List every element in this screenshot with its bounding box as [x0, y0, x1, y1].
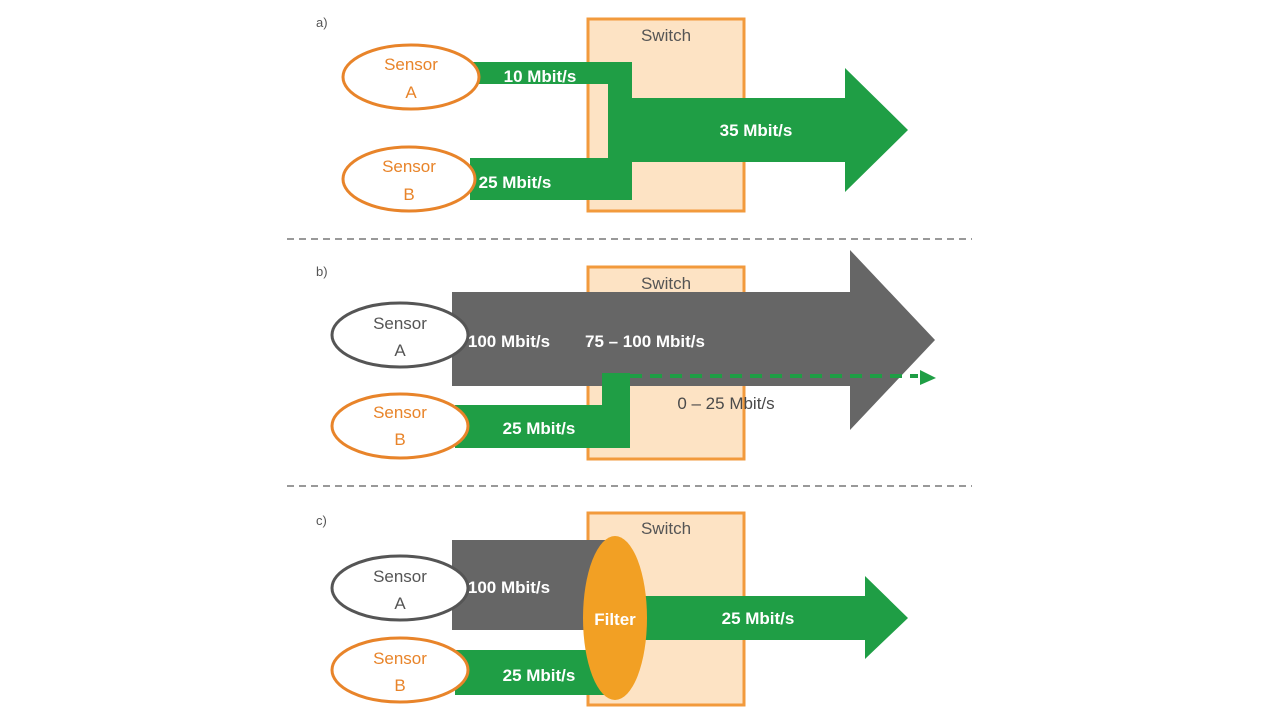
panel-b-sensor-a-line2: A	[394, 341, 406, 360]
panel-c-switch-label: Switch	[641, 519, 691, 538]
panel-a-sensor-b-line1: Sensor	[382, 157, 436, 176]
panel-c-filter	[583, 536, 647, 700]
panel-b-sensor-a-line1: Sensor	[373, 314, 427, 333]
panel-a: a) Switch 10 Mbit/s 25 Mbit/s 35 Mbit/s …	[316, 15, 908, 213]
panel-b-green-flow	[455, 373, 630, 448]
panel-a-switch-label: Switch	[641, 26, 691, 45]
panel-c-rate-b: 25 Mbit/s	[503, 666, 576, 685]
panel-b-switch-label: Switch	[641, 274, 691, 293]
panel-c-sensor-b-line2: B	[394, 676, 405, 695]
panel-a-label: a)	[316, 15, 328, 30]
panel-a-sensor-a	[341, 43, 481, 111]
panel-b-sensor-b-line2: B	[394, 430, 405, 449]
panel-b-rate-a: 100 Mbit/s	[468, 332, 550, 351]
panel-c-sensor-a	[330, 554, 470, 622]
panel-b-sensor-b	[330, 392, 470, 460]
panel-b-label: b)	[316, 264, 328, 279]
panel-c-rate-a: 100 Mbit/s	[468, 578, 550, 597]
panel-b-rate-out-b: 0 – 25 Mbit/s	[677, 394, 774, 413]
panel-a-rate-a: 10 Mbit/s	[504, 67, 577, 86]
panel-b-sensor-a	[330, 301, 470, 369]
panel-b-sensor-b-line1: Sensor	[373, 403, 427, 422]
panel-c-label: c)	[316, 513, 327, 528]
panel-c-rate-out: 25 Mbit/s	[722, 609, 795, 628]
panel-b-dashed-arrowhead	[920, 370, 936, 385]
panel-c-sensor-b-line1: Sensor	[373, 649, 427, 668]
panel-a-sensor-b	[341, 145, 477, 213]
panel-c-sensor-b	[330, 636, 470, 704]
panel-c-filter-label: Filter	[594, 610, 636, 629]
panel-b: b) Switch 100 Mbit/s 75 – 100 Mbit/s 25 …	[316, 250, 936, 461]
panel-a-green-flow	[470, 62, 908, 200]
panel-a-rate-out: 35 Mbit/s	[720, 121, 793, 140]
panel-c: c) Switch Filter 100 Mbit/s 25 Mbit/s 25…	[316, 511, 908, 707]
panel-c-sensor-a-line1: Sensor	[373, 567, 427, 586]
panel-c-sensor-a-line2: A	[394, 594, 406, 613]
panel-a-sensor-a-line1: Sensor	[384, 55, 438, 74]
panel-b-rate-b: 25 Mbit/s	[503, 419, 576, 438]
panel-a-sensor-b-line2: B	[403, 185, 414, 204]
panel-a-rate-b: 25 Mbit/s	[479, 173, 552, 192]
panel-c-green-out-arrow	[615, 576, 908, 659]
panel-a-sensor-a-line2: A	[405, 83, 417, 102]
panel-b-gray-arrow	[452, 250, 935, 430]
panel-b-rate-out-a: 75 – 100 Mbit/s	[585, 332, 705, 351]
